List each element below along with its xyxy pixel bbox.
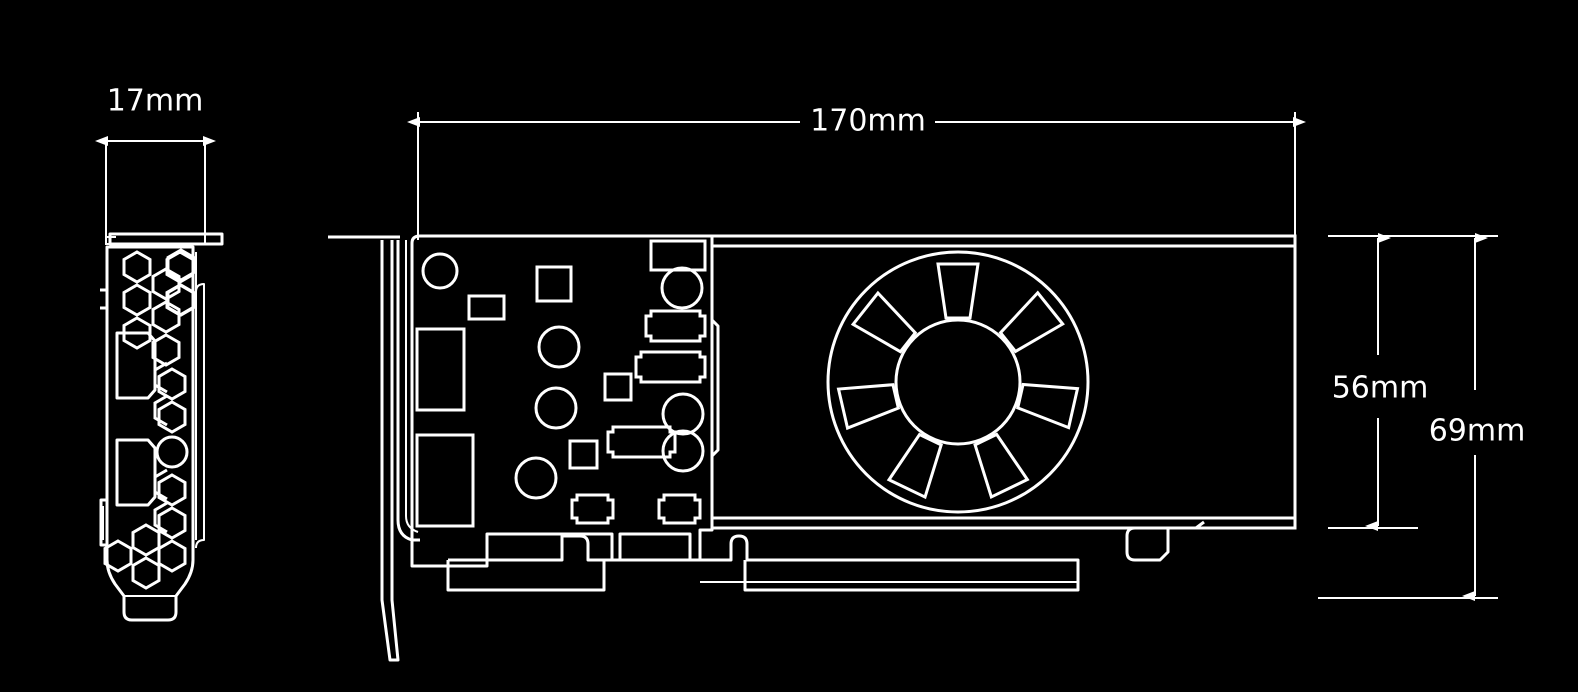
component-circle-6 [661, 392, 705, 436]
dimension-170mm: 170mm [407, 104, 1306, 240]
component-circle-1 [421, 252, 459, 290]
pcie-left-segment [446, 560, 606, 592]
pcb-components [415, 239, 707, 528]
bracket-top-flange [108, 232, 224, 246]
pcie-retention-tab [1125, 526, 1170, 562]
fan-blade [998, 290, 1065, 354]
vent-half-2 [153, 394, 168, 427]
dimension-label-69mm: 69mm [1429, 414, 1526, 449]
bracket-edge-plate [380, 240, 400, 662]
fan-blade [850, 290, 918, 354]
bracket-latch-slot [99, 498, 109, 547]
component-rect-small-1 [467, 294, 506, 321]
bracket-flange-notch [106, 236, 116, 245]
pcie-contacts-row [448, 534, 1080, 592]
pcie-tab-lead [1135, 520, 1205, 530]
cooling-fan [826, 250, 1090, 514]
pcie-edge-connector [446, 520, 1205, 592]
component-cap-4 [570, 493, 615, 525]
fan-blade [836, 383, 901, 431]
io-connector-lower [415, 433, 475, 528]
io-connector-upper [415, 327, 466, 412]
bracket-main-outline [105, 245, 195, 622]
component-circle-5 [660, 266, 704, 310]
fan-blade [973, 432, 1030, 500]
bracket-stiffener [195, 283, 205, 549]
heatsink-shroud [710, 234, 1297, 530]
component-rect-square-1 [535, 265, 573, 303]
vent-half-1 [153, 361, 168, 394]
component-circle-3 [534, 386, 578, 430]
hdmi-port-upper [115, 331, 157, 400]
component-rect-square-3 [568, 439, 599, 470]
shroud-bottom-edge [710, 516, 1297, 530]
dimension-56mm: 56mm [1328, 233, 1498, 531]
component-cap-5 [657, 493, 702, 525]
dimension-label-56mm: 56mm [1332, 371, 1429, 406]
component-cap-3 [606, 425, 677, 459]
bracket-left-tab-upper [100, 288, 109, 310]
fan-outer-ring [826, 250, 1090, 514]
dimension-label-170mm: 170mm [810, 104, 926, 139]
fan-blade [936, 262, 980, 320]
hdmi-port-lower [115, 438, 157, 507]
hexagonal-vent-pattern [103, 248, 196, 590]
component-circle-4 [514, 456, 558, 500]
fan-blades [836, 262, 1080, 500]
vent-half-4 [153, 501, 168, 534]
dimension-label-17mm: 17mm [107, 84, 204, 119]
fan-blade [1016, 382, 1080, 430]
dimension-69mm: 69mm [1318, 233, 1526, 601]
component-rect-square-2 [603, 372, 633, 402]
fan-hub [894, 318, 1022, 446]
component-circle-2 [537, 325, 581, 369]
bracket-edge-inner-2 [405, 240, 419, 533]
component-cap-2 [634, 350, 707, 384]
component-cap-1 [644, 309, 707, 343]
round-vent-hole [155, 435, 189, 469]
vent-half-3 [153, 468, 168, 501]
component-circle-7 [661, 429, 705, 473]
fan-blade [886, 432, 943, 500]
dimension-17mm: 17mm [95, 84, 216, 245]
side-view-bracket [99, 232, 224, 622]
component-rect-top [649, 239, 707, 272]
